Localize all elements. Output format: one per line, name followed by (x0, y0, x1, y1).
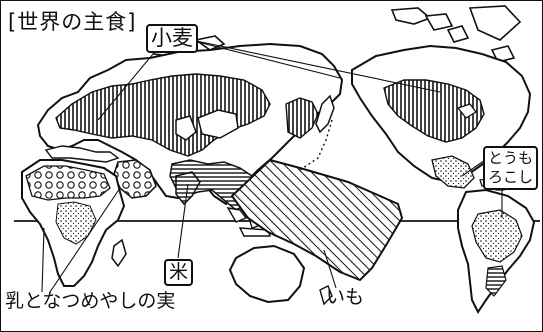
map-title: [世界の主食] (8, 10, 137, 34)
corn-label: とうも ろこし (483, 146, 539, 190)
japan (315, 94, 335, 134)
yam-region-pacific (230, 158, 404, 282)
australia (228, 244, 306, 304)
sahara-milk-dates (25, 165, 111, 201)
rice-label: 米 (164, 259, 194, 286)
milk-dates-label: 乳となつめやしの実 (5, 290, 176, 312)
wheat-region-north-america (383, 79, 485, 143)
corn-region-south-america (471, 209, 523, 263)
pacific-dotted-route (299, 119, 333, 171)
new-zealand (319, 285, 333, 306)
great-lakes (456, 103, 477, 119)
corn-region-central-america (431, 155, 475, 189)
madagascar (111, 238, 127, 268)
wheat-label: 小麦 (146, 24, 198, 53)
wheat-region-east-asia (285, 97, 319, 139)
corn-label-line2: ろこし (488, 168, 534, 186)
south-america-south-hatch (485, 265, 507, 297)
yam-label: いも (326, 286, 365, 308)
mediterranean-sea (44, 145, 120, 163)
inland-white-patch (197, 109, 239, 139)
leader-lines (41, 37, 503, 293)
arctic-islands (148, 5, 522, 63)
corn-label-line1: とうも (488, 149, 534, 167)
caspian-sea (175, 115, 197, 141)
